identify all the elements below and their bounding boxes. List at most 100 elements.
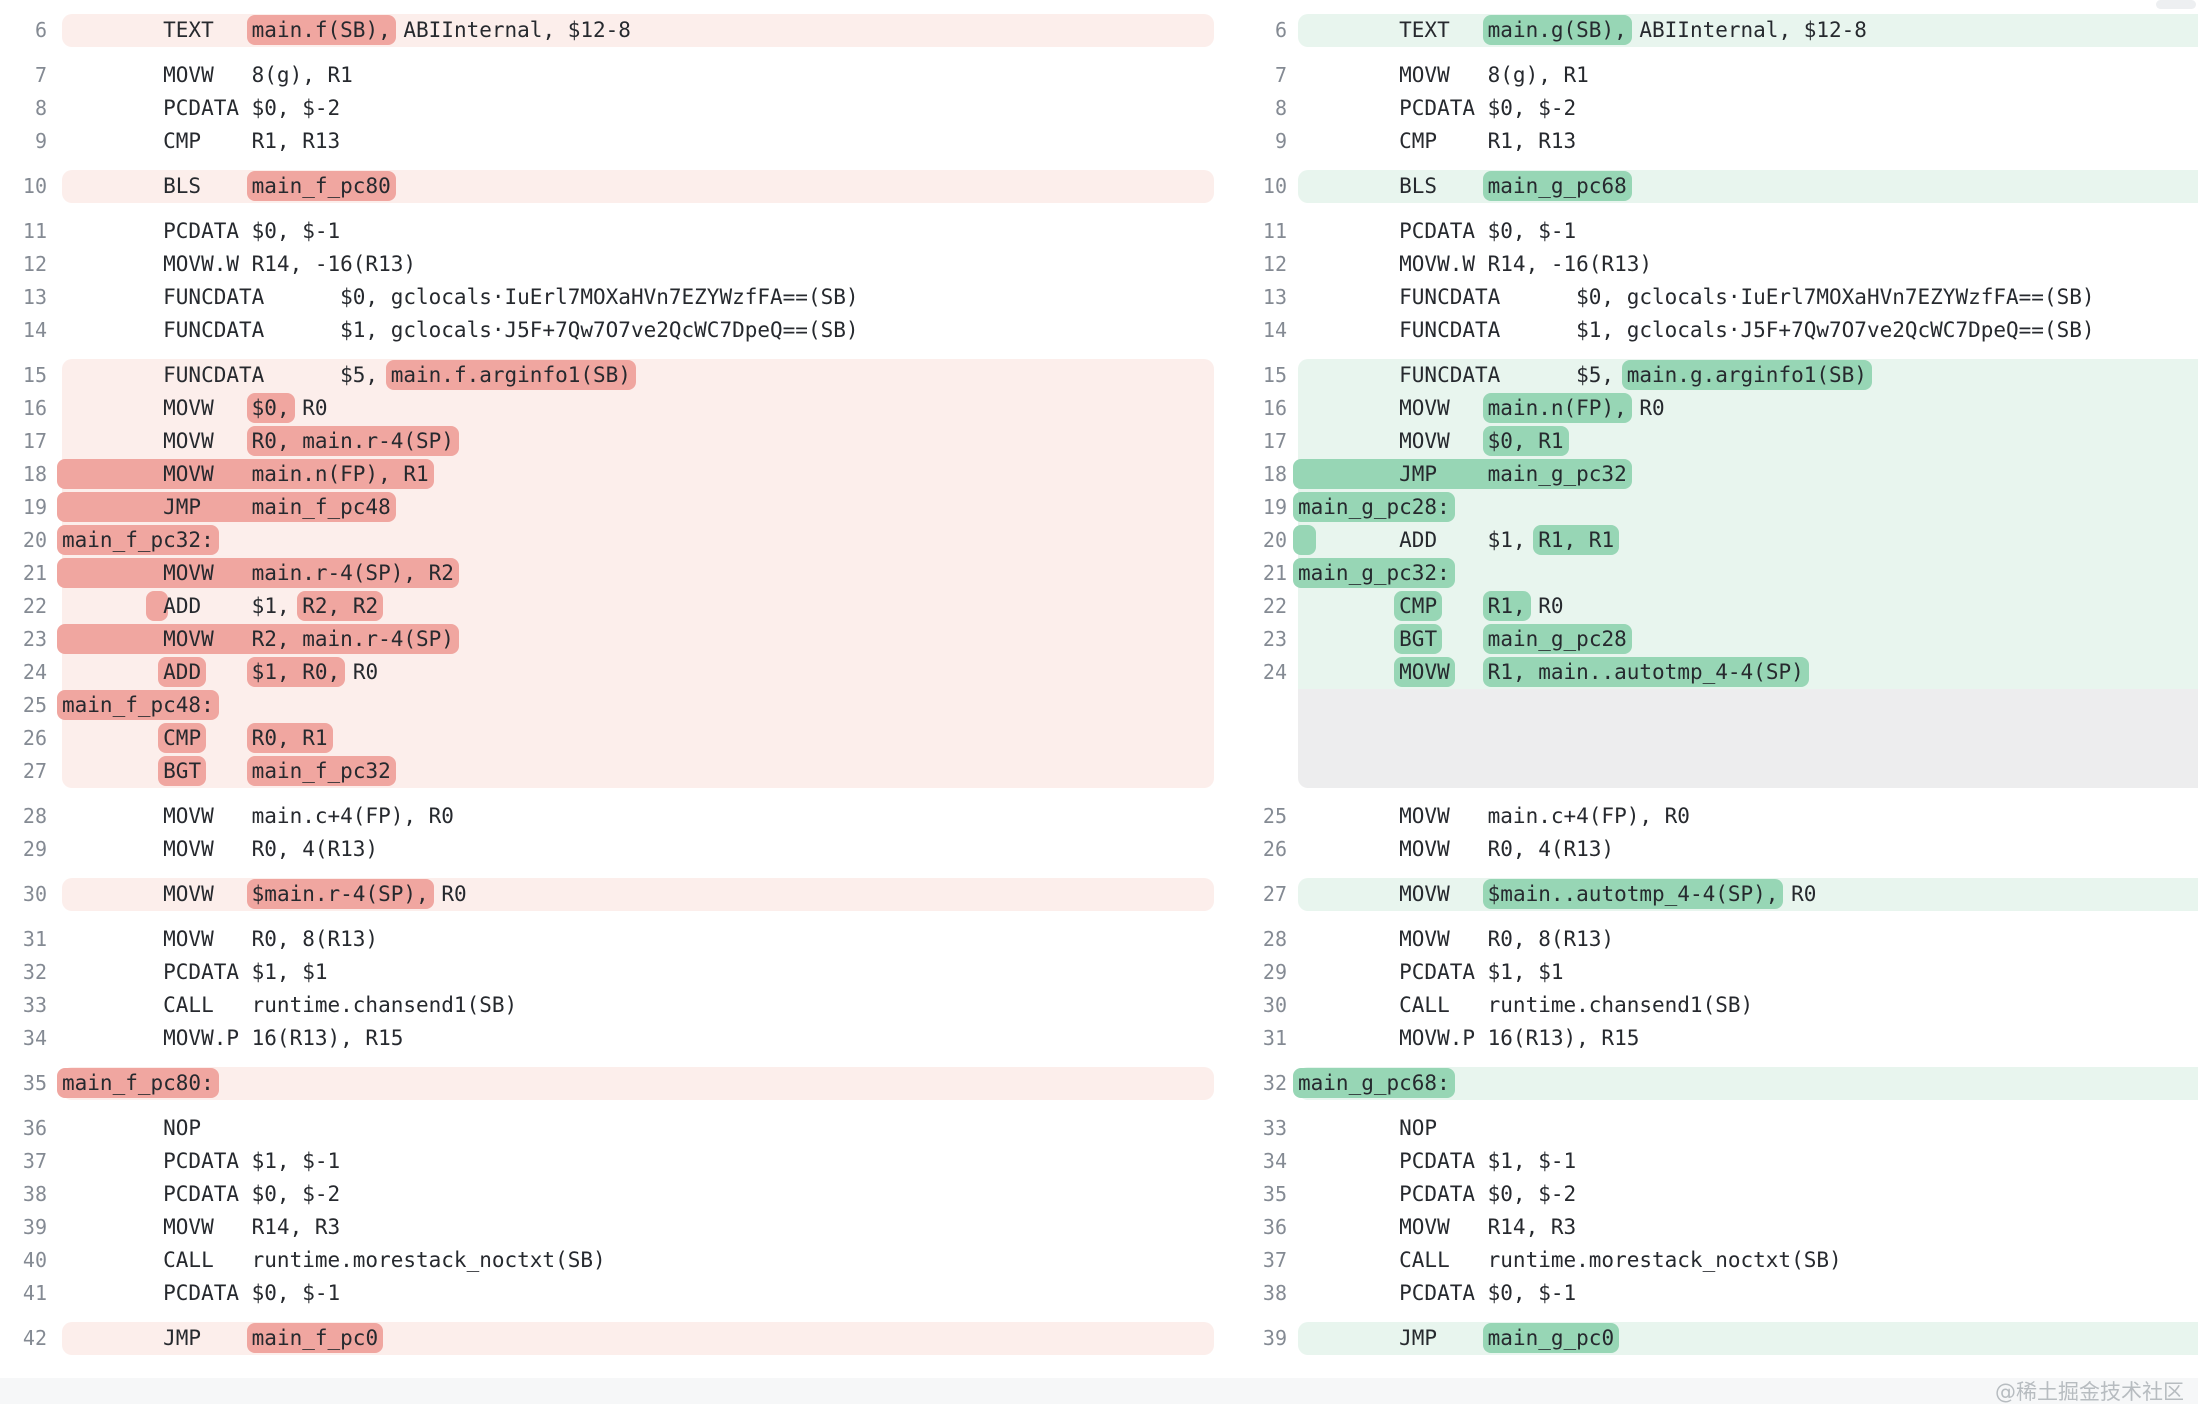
asm-line: 25 MOVW main.c+4(FP), R0 <box>1220 800 2198 833</box>
asm-line: 8 PCDATA $0, $-2 <box>0 92 1220 125</box>
diff-token: MOVW main.r-4(SP), R2 <box>57 558 459 588</box>
diff-token: main_f_pc48: <box>57 690 219 720</box>
asm-line: 29 MOVW R0, 4(R13) <box>0 833 1220 866</box>
line-number: 24 <box>22 660 47 684</box>
line-number: 35 <box>1262 1182 1287 1206</box>
asm-line: 14 FUNCDATA $1, gclocals·J5F+7Qw7O7ve2Qc… <box>1220 314 2198 347</box>
watermark: @稀土掘金技术社区 <box>1995 1380 2184 1404</box>
asm-line: 13 FUNCDATA $0, gclocals·IuErl7MOXaHVn7E… <box>0 281 1220 314</box>
asm-code: PCDATA $1, $1 <box>62 960 328 984</box>
asm-code: CMP R0, R1 <box>62 722 1214 755</box>
asm-code: JMP main_f_pc0 <box>62 1322 1214 1355</box>
asm-code: BGT main_g_pc28 <box>1298 623 2198 656</box>
diff-token: R1, R1 <box>1533 525 1620 555</box>
asm-line: 26 MOVW R0, 4(R13) <box>1220 833 2198 866</box>
line-number: 14 <box>1262 318 1287 342</box>
line-number: 28 <box>1262 927 1287 951</box>
asm-line: 37 PCDATA $1, $-1 <box>0 1145 1220 1178</box>
line-number: 42 <box>22 1326 47 1350</box>
asm-line: 29 PCDATA $1, $1 <box>1220 956 2198 989</box>
asm-line: 7 MOVW 8(g), R1 <box>1220 59 2198 92</box>
diff-token: main_g_pc32: <box>1293 558 1455 588</box>
diff-token: R0, main.r-4(SP) <box>246 426 459 456</box>
asm-line: 10 BLS main_g_pc68 <box>1220 170 2198 203</box>
line-number: 30 <box>1262 993 1287 1017</box>
diff-token: main.g.arginfo1(SB) <box>1621 360 1872 390</box>
line-number: 21 <box>1262 561 1287 585</box>
line-number: 16 <box>1262 396 1287 420</box>
asm-code: MOVW R0, 4(R13) <box>1298 837 1615 861</box>
asm-code: CALL runtime.chansend1(SB) <box>1298 993 1754 1017</box>
asm-code: JMP main_f_pc48 <box>57 491 1214 524</box>
line-number: 32 <box>22 960 47 984</box>
asm-line: 30 CALL runtime.chansend1(SB) <box>1220 989 2198 1022</box>
asm-code: JMP main_g_pc0 <box>1298 1322 2198 1355</box>
asm-code: PCDATA $0, $-1 <box>1298 1281 1577 1305</box>
diff-hunk: 10 BLS main_g_pc68 <box>1220 170 2198 203</box>
diff-hunk: 6 TEXT main.f(SB), ABIInternal, $12-8 <box>0 14 1220 47</box>
asm-line: 16 MOVW $0, R0 <box>0 392 1220 425</box>
asm-code: MOVW main.c+4(FP), R0 <box>1298 804 1690 828</box>
asm-code: NOP <box>1298 1116 1438 1140</box>
asm-line: 21 MOVW main.r-4(SP), R2 <box>0 557 1220 590</box>
asm-code: MOVW.P 16(R13), R15 <box>1298 1026 1640 1050</box>
line-number: 24 <box>1262 660 1287 684</box>
asm-code: main_g_pc68: <box>1293 1067 2198 1100</box>
line-number: 29 <box>1262 960 1287 984</box>
asm-code: PCDATA $1, $-1 <box>1298 1149 1577 1173</box>
asm-code: PCDATA $1, $1 <box>1298 960 1564 984</box>
diff-token: $main..autotmp_4-4(SP), <box>1482 879 1784 909</box>
line-number: 39 <box>1262 1326 1287 1350</box>
asm-code: MOVW main.r-4(SP), R2 <box>57 557 1214 590</box>
line-number: 22 <box>22 594 47 618</box>
asm-line: 39 JMP main_g_pc0 <box>1220 1322 2198 1355</box>
asm-code: TEXT main.f(SB), ABIInternal, $12-8 <box>62 14 1214 47</box>
line-number: 32 <box>1262 1071 1287 1095</box>
line-number: 21 <box>22 561 47 585</box>
line-number: 26 <box>22 726 47 750</box>
line-number: 30 <box>22 882 47 906</box>
line-number: 22 <box>1262 594 1287 618</box>
diff-token: main.n(FP), <box>1482 393 1632 423</box>
diff-token: $1, R0, <box>246 657 346 687</box>
asm-code: MOVW $main.r-4(SP), R0 <box>62 878 1214 911</box>
line-number: 33 <box>22 993 47 1017</box>
line-number: 15 <box>22 363 47 387</box>
asm-code: MOVW 8(g), R1 <box>1298 63 1589 87</box>
asm-code: BGT main_f_pc32 <box>62 755 1214 788</box>
asm-code: MOVW main.c+4(FP), R0 <box>62 804 454 828</box>
line-number: 39 <box>22 1215 47 1239</box>
asm-line: 26 CMP R0, R1 <box>0 722 1220 755</box>
diff-pane-left[interactable]: 6 TEXT main.f(SB), ABIInternal, $12-8 7 M… <box>0 0 1220 1367</box>
asm-code: JMP main_g_pc32 <box>1293 458 2198 491</box>
line-number: 11 <box>22 219 47 243</box>
asm-code: MOVW R0, 8(R13) <box>1298 927 1615 951</box>
asm-line: 14 FUNCDATA $1, gclocals·J5F+7Qw7O7ve2Qc… <box>0 314 1220 347</box>
asm-line: 12 MOVW.W R14, -16(R13) <box>0 248 1220 281</box>
scrollbar-thumb[interactable] <box>2156 0 2196 9</box>
asm-line: 36 NOP <box>0 1112 1220 1145</box>
asm-line: 11 PCDATA $0, $-1 <box>1220 215 2198 248</box>
diff-token: main_f_pc32: <box>57 525 219 555</box>
line-number: 40 <box>22 1248 47 1272</box>
line-number: 10 <box>22 174 47 198</box>
line-number: 33 <box>1262 1116 1287 1140</box>
asm-line: 15 FUNCDATA $5, main.g.arginfo1(SB) <box>1220 359 2198 392</box>
asm-line: 40 CALL runtime.morestack_noctxt(SB) <box>0 1244 1220 1277</box>
diff-token: main_g_pc0 <box>1482 1323 1620 1353</box>
asm-line: 9 CMP R1, R13 <box>0 125 1220 158</box>
asm-code: CALL runtime.chansend1(SB) <box>62 993 518 1017</box>
diff-token: MOVW <box>1394 657 1455 687</box>
line-number: 23 <box>1262 627 1287 651</box>
diff-token: ADD <box>158 657 207 687</box>
asm-code: FUNCDATA $1, gclocals·J5F+7Qw7O7ve2QcWC7… <box>62 318 859 342</box>
